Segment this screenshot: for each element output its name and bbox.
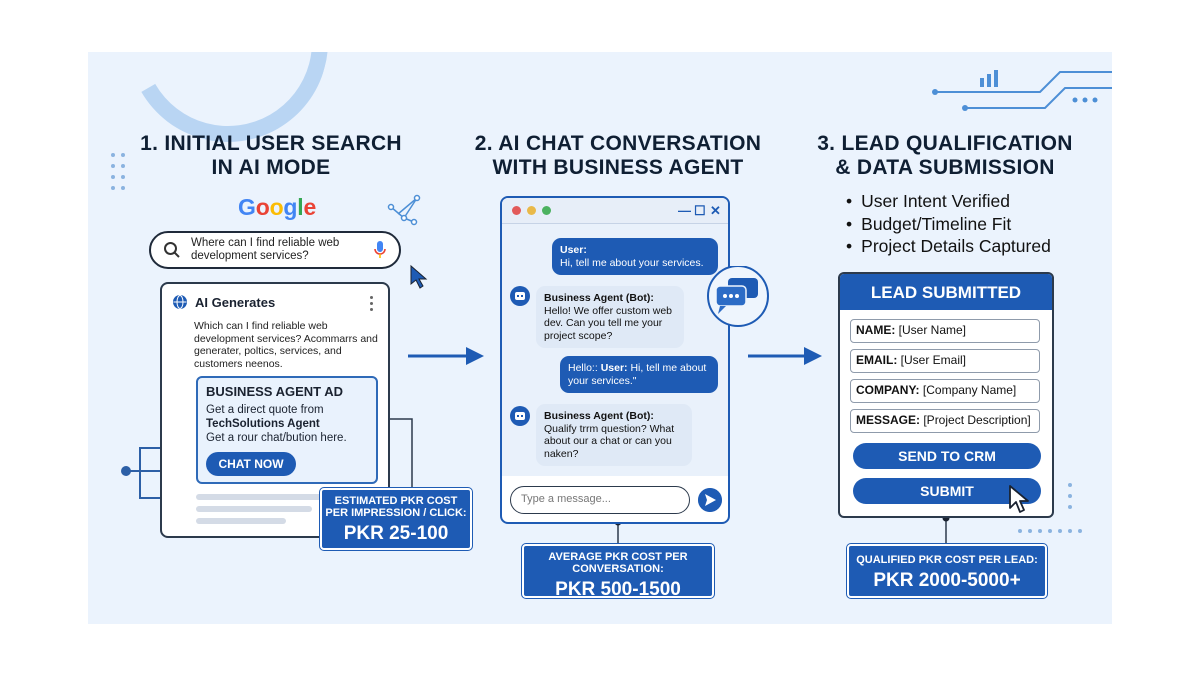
minimize-icon[interactable]: —: [678, 203, 691, 218]
cost-label: QUALIFIED PKR COST PER LEAD:: [856, 554, 1038, 566]
ai-card-description: Which can I find reliable web developmen…: [194, 320, 378, 370]
cost-label: AVERAGE PKR COST PER CONVERSATION:: [548, 551, 688, 575]
chat-now-button[interactable]: CHAT NOW: [206, 452, 296, 476]
message-user: Hello:: User: Hi, tell me about your ser…: [560, 356, 718, 393]
send-to-crm-button[interactable]: SEND TO CRM: [853, 443, 1041, 469]
email-field[interactable]: EMAIL: [User Email]: [850, 349, 1040, 373]
name-field[interactable]: NAME: [User Name]: [850, 319, 1040, 343]
ad-line-1: Get a direct quote from: [206, 404, 324, 416]
search-query: Where can I find reliable web developmen…: [191, 237, 340, 262]
ad-line-2: TechSolutions Agent: [206, 418, 320, 430]
more-options-icon[interactable]: [370, 296, 374, 314]
chat-window: — ☐ ✕ User:Hi, tell me about your servic…: [500, 196, 730, 524]
list-item: Project Details Captured: [846, 235, 1051, 258]
minimize-dot[interactable]: [527, 206, 536, 215]
cost-per-click-box: ESTIMATED PKR COST PER IMPRESSION / CLIC…: [320, 488, 472, 550]
list-item: Budget/Timeline Fit: [846, 213, 1051, 236]
ad-line-3: Get a rour chat/bution here.: [206, 432, 347, 444]
maximize-icon[interactable]: ☐: [694, 203, 706, 218]
cursor-icon: [1009, 485, 1029, 513]
bot-avatar-icon: [510, 286, 530, 306]
qualification-list: User Intent Verified Budget/Timeline Fit…: [846, 190, 1051, 258]
message-input[interactable]: Type a message...: [510, 486, 690, 514]
business-agent-ad[interactable]: BUSINESS AGENT AD Get a direct quote fro…: [196, 376, 378, 484]
placeholder-line: [196, 518, 286, 524]
cost-per-conversation-box: AVERAGE PKR COST PER CONVERSATION: PKR 5…: [522, 544, 714, 600]
step-3-title: 3. LEAD QUALIFICATION& DATA SUBMISSION: [817, 132, 1073, 179]
globe-icon: [173, 295, 187, 309]
message-user: User:Hi, tell me about your services.: [552, 238, 718, 275]
ad-title: BUSINESS AGENT AD: [206, 384, 343, 399]
bot-avatar-icon: [510, 406, 530, 426]
placeholder-line: [196, 494, 322, 500]
google-logo: Google: [238, 194, 317, 220]
cost-per-lead-box: QUALIFIED PKR COST PER LEAD: PKR 2000-50…: [847, 544, 1047, 598]
cost-value: PKR 2000-5000+: [873, 570, 1021, 591]
cost-value: PKR 25-100: [343, 523, 449, 544]
message-bot: Business Agent (Bot):Qualify trrm questi…: [536, 404, 692, 466]
cost-label: ESTIMATED PKR COST PER IMPRESSION / CLIC…: [325, 495, 467, 519]
message-field[interactable]: MESSAGE: [Project Description]: [850, 409, 1040, 433]
lead-form-header: LEAD SUBMITTED: [840, 274, 1052, 310]
search-bar[interactable]: Where can I find reliable web developmen…: [149, 231, 401, 269]
close-icon[interactable]: ✕: [710, 203, 721, 218]
ai-card-title: AI Generates: [195, 294, 276, 310]
send-icon[interactable]: [698, 488, 722, 512]
company-field[interactable]: COMPANY: [Company Name]: [850, 379, 1040, 403]
placeholder-line: [196, 506, 312, 512]
chat-messages: User:Hi, tell me about your services. Bu…: [502, 224, 728, 476]
chat-bubbles-icon: [707, 266, 769, 327]
window-title-bar: — ☐ ✕: [502, 198, 728, 224]
maximize-dot[interactable]: [542, 206, 551, 215]
microphone-icon[interactable]: [373, 240, 387, 260]
lead-form-card: LEAD SUBMITTED NAME: [User Name] EMAIL: …: [838, 272, 1054, 518]
cost-value: PKR 500-1500: [555, 579, 681, 600]
message-bot: Business Agent (Bot):Hello! We offer cus…: [536, 286, 684, 348]
list-item: User Intent Verified: [846, 190, 1051, 213]
close-dot[interactable]: [512, 206, 521, 215]
search-icon: [164, 242, 180, 258]
